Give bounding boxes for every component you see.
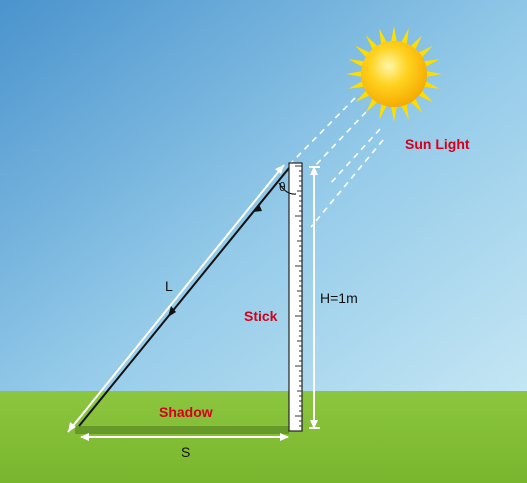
sun-ray [365,98,377,113]
sun-ray [348,59,364,67]
angle-theta-label: θ [279,180,286,194]
shadow-label: Shadow [159,404,213,420]
sun-ray [355,45,370,57]
height-arrow-down [310,420,318,429]
length-label: L [165,278,173,294]
stick [288,162,303,432]
sun-light-label: Sun Light [405,136,470,152]
ray-L-arrow-1 [253,204,262,212]
sun-ray [401,28,409,44]
sun-ray [365,35,377,50]
stick-ruler-ticks [295,165,302,427]
sun-ray [391,26,397,42]
sun-ray [424,81,440,89]
light-ray-outline [67,164,285,433]
sun-ray [424,59,440,67]
sun-ray [379,28,387,44]
sun-ray [426,71,442,77]
ray-arrow-down [68,422,76,432]
sun-ray [411,35,423,50]
sun-ray [401,104,409,120]
sky [0,0,527,392]
sunlight-rays [290,97,384,228]
ray-arrow-up [275,165,284,174]
sun-ray [348,81,364,89]
height-marker [309,166,320,429]
sun-ray [418,45,433,57]
sun-ray [379,104,387,120]
stick-label: Stick [244,308,278,324]
height-label: H=1m [320,290,358,306]
shadow-arrow-right [280,433,289,441]
sun-ray [355,91,370,103]
sun-ray [346,71,362,77]
shadow-arrow-left [80,433,89,441]
shadow-length-label: S [181,444,190,460]
sun-icon [346,26,442,122]
sun-ray [391,106,397,122]
height-arrow-up [310,166,318,175]
angle-theta-arc [278,182,297,195]
ray-L-arrow-2 [168,306,176,317]
shadow-area [75,426,289,434]
sun-ray [418,91,433,103]
sun-ray [411,98,423,113]
